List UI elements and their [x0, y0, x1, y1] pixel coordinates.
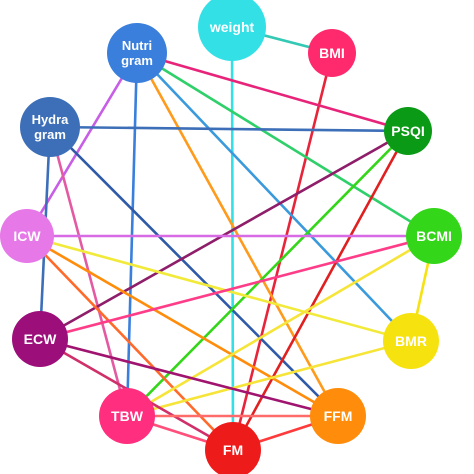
node-icw: ICW	[0, 209, 54, 263]
node-label-weight: weight	[209, 19, 255, 35]
edge-bcmi-ecw	[38, 234, 436, 341]
edge-ecw-ffm	[38, 337, 340, 418]
node-fm: FM	[205, 422, 261, 474]
node-circle-bcmi	[406, 208, 462, 264]
edge-nutrigram-psqi	[135, 51, 410, 133]
node-label-bcmi: BCMI	[416, 228, 452, 244]
node-bmi: BMI	[308, 29, 356, 77]
node-psqi: PSQI	[384, 107, 432, 155]
edge-hydragram-ffm	[48, 125, 340, 418]
edge-layer	[25, 25, 436, 452]
node-label-fm: FM	[223, 442, 243, 458]
edge-bmr-tbw	[125, 339, 413, 418]
edge-hydragram-psqi	[48, 125, 410, 133]
edge-nutrigram-tbw	[125, 51, 139, 418]
node-circle-fm	[205, 422, 261, 474]
node-circle-bmr	[383, 313, 439, 369]
node-label-hydragram: Hydra	[32, 112, 70, 127]
edge-weight-fm	[230, 25, 235, 452]
node-label-nutrigram: Nutri	[122, 38, 152, 53]
node-bcmi: BCMI	[406, 208, 462, 264]
node-tbw: TBW	[99, 388, 155, 444]
node-circle-bmi	[308, 29, 356, 77]
node-label-icw: ICW	[13, 228, 41, 244]
node-label-ecw: ECW	[24, 331, 57, 347]
edge-psqi-tbw	[125, 129, 410, 418]
node-label-hydragram: gram	[34, 127, 66, 142]
node-circle-nutrigram	[107, 23, 167, 83]
node-label-nutrigram: gram	[121, 53, 153, 68]
node-circle-ffm	[310, 388, 366, 444]
node-label-tbw: TBW	[111, 408, 144, 424]
node-circle-icw	[0, 209, 54, 263]
edge-icw-bmr	[25, 234, 413, 343]
node-ecw: ECW	[12, 311, 68, 367]
edge-nutrigram-ffm	[135, 51, 340, 418]
node-weight: weight	[198, 0, 266, 61]
node-label-ffm: FFM	[324, 408, 353, 424]
edge-bcmi-tbw	[125, 234, 436, 418]
node-circle-ecw	[12, 311, 68, 367]
node-circle-tbw	[99, 388, 155, 444]
node-ffm: FFM	[310, 388, 366, 444]
node-circle-hydragram	[20, 97, 80, 157]
edge-icw-ffm	[25, 234, 340, 418]
node-label-bmr: BMR	[395, 333, 427, 349]
node-bmr: BMR	[383, 313, 439, 369]
node-label-psqi: PSQI	[391, 123, 424, 139]
edge-nutrigram-bmr	[135, 51, 413, 343]
edge-nutrigram-bcmi	[135, 51, 436, 238]
node-circle-psqi	[384, 107, 432, 155]
node-circle-weight	[198, 0, 266, 61]
node-label-bmi: BMI	[319, 45, 345, 61]
edge-icw-fm	[25, 234, 235, 452]
